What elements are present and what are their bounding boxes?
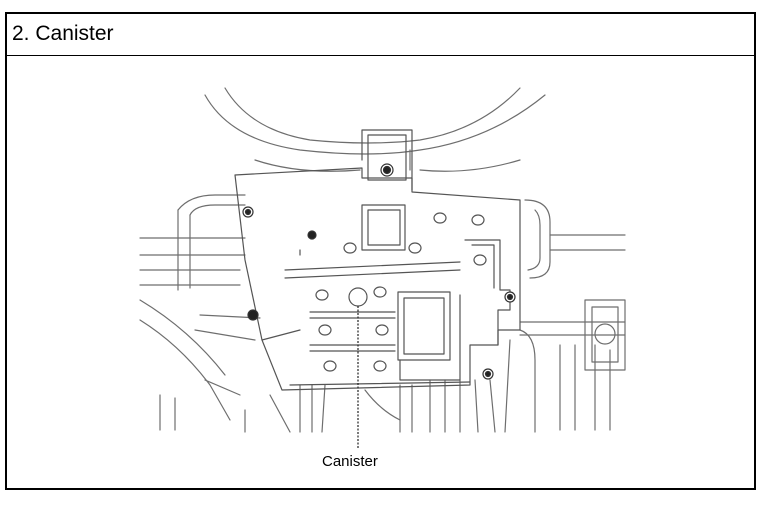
right-frame-rails bbox=[504, 199, 626, 433]
bracket-holes bbox=[315, 212, 487, 372]
title-bar: 2. Canister bbox=[7, 14, 754, 56]
section-title: 2. Canister bbox=[12, 22, 114, 45]
figure-frame: 2. Canister bbox=[5, 12, 756, 490]
mounting-bolts bbox=[242, 163, 516, 380]
canister-bracket bbox=[234, 129, 521, 391]
canister-label: Canister bbox=[322, 453, 378, 470]
canister-callout: Canister bbox=[322, 306, 378, 470]
lower-ribs bbox=[269, 379, 496, 433]
left-frame-rails bbox=[139, 194, 261, 433]
